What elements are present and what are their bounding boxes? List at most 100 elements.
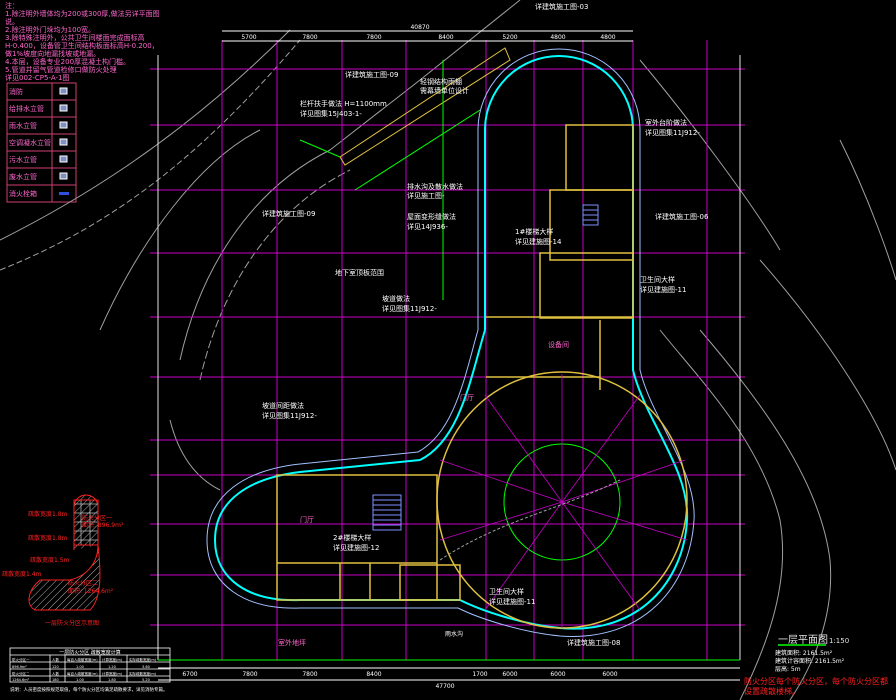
note-line: 做1%坡度向地漏找坡或地漏。 <box>5 49 100 58</box>
legend-label: 污水立管 <box>9 155 37 164</box>
table-cell: 1.20 <box>108 665 116 669</box>
legend-table <box>6 82 77 203</box>
legend-label: 给排水立管 <box>9 104 44 113</box>
table-cell: 人数 <box>52 657 59 662</box>
table-cell: 1.00 <box>76 678 84 682</box>
drawing-title: 一层平面图 <box>778 634 828 646</box>
callout: 详见建施图-11 <box>640 285 686 294</box>
dim-label: 6000 <box>602 671 617 678</box>
callout: 室外台阶做法 <box>645 118 687 127</box>
dim-label: 1700 <box>472 671 487 678</box>
zone-area: 面积: 1264.6m² <box>68 587 114 595</box>
room-label: 室外地坪 <box>278 638 306 647</box>
callout: 屋面变形缝做法 <box>407 212 456 221</box>
fire-zone-title: 一层防火分区示意图 <box>45 619 99 627</box>
callout: 排水沟及散水做法 <box>407 182 463 191</box>
exit-label: 疏散宽度1.4m <box>2 570 42 578</box>
dim-overall-top: 40870 <box>410 24 429 31</box>
steel-canopy <box>299 47 511 300</box>
dim-label: 8400 <box>438 34 453 41</box>
dim-label: 4800 <box>550 34 565 41</box>
room-label: 门厅 <box>460 393 474 402</box>
rain-pipe-icon <box>59 121 68 129</box>
table-cell: 防火分区二 <box>12 671 30 676</box>
zone-label: 防火分区二 <box>68 579 98 587</box>
note-line: 4.本层，设备专业200厚混凝土构门槛。 <box>5 57 130 66</box>
legend-label: 废水立管 <box>9 172 37 181</box>
callout: 详见图集11J912- <box>382 304 437 313</box>
table-cell: 每百人疏散宽度(m) <box>67 657 98 662</box>
callout: 详建筑施工图-09 <box>262 209 315 218</box>
fire-warning-note: 防火分区每个防火分区，每个防火分区都设置疏散楼梯。 <box>744 677 888 696</box>
callout: 详见施工图- <box>407 191 445 200</box>
building-area: 建筑面积: 2161.5m² <box>775 649 833 657</box>
dim-label: 7800 <box>242 671 257 678</box>
dim-label: 7800 <box>366 34 381 41</box>
legend-items: 消防 给排水立管 雨水立管 空调凝水立管 污水立管 废水立管 消火栓箱 <box>9 87 69 198</box>
table-cell: 180 <box>52 678 59 682</box>
table-cell: 每百人疏散宽度(m) <box>67 671 98 676</box>
table-cell: 计算宽度(m) <box>102 671 123 676</box>
dim-label: 5700 <box>241 34 256 41</box>
callout: 详见图集11J912- <box>262 411 317 420</box>
callout: 卫生间大样 <box>640 275 675 284</box>
interior-walls <box>276 124 634 601</box>
zone-label: 防火分区一 <box>82 514 112 522</box>
outer-dimension-frame <box>157 55 741 660</box>
callout: 需幕墙单位设计 <box>420 86 469 95</box>
callout: 详见图集15J403-1- <box>300 109 362 118</box>
legend-label: 消防 <box>9 87 23 96</box>
stair-cores <box>372 204 599 531</box>
dim-label: 8400 <box>366 671 381 678</box>
callout: 1#楼梯大样 <box>515 227 553 236</box>
building-outline <box>206 48 695 637</box>
dim-label: 4800 <box>600 34 615 41</box>
note-line: 1.除注明外墙体均为200或300厚,做法另详平面图 <box>5 9 160 18</box>
dim-label: 5200 <box>502 34 517 41</box>
note-line: H-0.400，设备管卫生间结构板面标高H-0.200， <box>5 41 159 50</box>
legend-label: 消火栓箱 <box>9 189 37 198</box>
zone-area: 面积: 896.9m² <box>82 521 124 529</box>
axis-grid <box>150 40 745 660</box>
exit-label: 疏散宽度1.8m <box>28 510 68 518</box>
dim-label: 6000 <box>502 671 517 678</box>
note-line: 5.管道井留气管道检修口做防火处理 <box>5 65 117 74</box>
callout: 详见建施图-11 <box>489 597 535 606</box>
callout: 详见图集11J912- <box>645 128 700 137</box>
table-cell: 1.00 <box>76 665 84 669</box>
exit-label: 疏散宽度1.5m <box>30 556 70 564</box>
bottom-dimensions: 47700 6700 7800 7800 8400 1700 6000 6000… <box>158 659 740 690</box>
table-cell: 5.20 <box>142 678 150 682</box>
callout: 栏杆扶手做法 H=1100mm <box>300 99 387 108</box>
callout: 详见14J936- <box>407 222 448 231</box>
table-cell: 1.80 <box>108 678 116 682</box>
callout-labels: 详建筑施工图-03 详建筑施工图-09 轻钢结构雨棚 需幕墙单位设计 栏杆扶手做… <box>262 2 709 647</box>
callout: 2#楼梯大样 <box>333 533 371 542</box>
table-cell: 3.60 <box>142 665 150 669</box>
note-line: 详见002-CP5-A-1图 <box>5 73 69 82</box>
callout: 详建筑施工图-03 <box>535 2 588 11</box>
drawing-scale: 1:150 <box>829 637 849 645</box>
condensate-icon <box>59 138 68 146</box>
drawing-title-block: 一层平面图 1:150 建筑面积: 2161.5m² 建筑计容面积: 2161.… <box>775 634 849 673</box>
legend-label: 空调凝水立管 <box>9 138 51 147</box>
dim-label: 7800 <box>302 34 317 41</box>
circular-hall <box>436 371 688 629</box>
note-line: 说。 <box>5 17 19 26</box>
top-dimensions: 40870 5700 7800 7800 8400 5200 4800 4800 <box>222 24 633 42</box>
callout: 坡道间距做法 <box>262 401 304 410</box>
table-cell: 896.9m² <box>12 665 27 669</box>
dim-label: 6700 <box>182 671 197 678</box>
hydrant-icon <box>59 87 68 95</box>
table-cell: 人数 <box>52 671 59 676</box>
table-cell: 1264.6m² <box>12 678 30 682</box>
table-cell: 实际疏散宽度(m) <box>129 671 157 676</box>
floor-height: 层高: 5m <box>775 665 801 673</box>
hose-box-icon <box>59 192 69 195</box>
callout: 详见建施图-12 <box>333 543 379 552</box>
dim-label: 6000 <box>550 671 565 678</box>
callout: 详建筑施工图-09 <box>345 70 398 79</box>
table-cell: 计算宽度(m) <box>102 657 123 662</box>
floor-area: 建筑计容面积: 2161.5m² <box>775 657 845 665</box>
